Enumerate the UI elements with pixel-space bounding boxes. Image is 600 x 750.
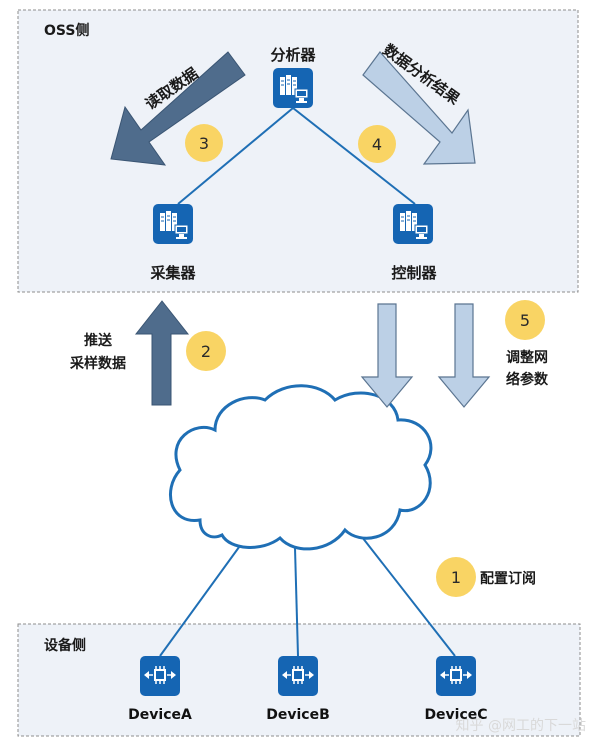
adjust-arrow-right <box>437 303 491 408</box>
oss-region <box>17 9 579 293</box>
link-cloud-devicea <box>159 542 243 657</box>
push-label-line1: 推送 <box>84 332 113 349</box>
link-analyzer-controller <box>292 107 416 205</box>
subscribe-label: 配置订阅 <box>480 570 536 587</box>
step-badge-2: 2 <box>186 331 226 371</box>
devicec-chip-icon <box>435 655 477 697</box>
analysis-result-arrow <box>362 51 476 165</box>
link-cloud-devicec <box>361 536 456 657</box>
tune-label-line1: 调整网 <box>506 349 548 366</box>
devicea-chip-icon <box>139 655 181 697</box>
controller-server-icon <box>392 203 434 245</box>
svg-text:2: 2 <box>201 342 211 361</box>
push-data-arrow <box>134 300 190 406</box>
analyzer-server-icon <box>272 67 314 109</box>
step-badge-1: 1 <box>436 557 476 597</box>
deviceb-label: DeviceB <box>266 707 330 723</box>
collector-server-icon <box>152 203 194 245</box>
svg-text:5: 5 <box>520 311 530 330</box>
oss-region-title: OSS侧 <box>44 22 89 39</box>
svg-text:1: 1 <box>451 568 461 587</box>
devicec-label: DeviceC <box>424 707 487 723</box>
network-cloud <box>169 384 433 551</box>
adjust-arrow-left <box>360 303 414 408</box>
devicea-label: DeviceA <box>128 707 192 723</box>
link-cloud-deviceb <box>294 547 299 657</box>
tune-label-line2: 络参数 <box>506 371 549 388</box>
analyzer-label: 分析器 <box>270 46 316 64</box>
deviceb-chip-icon <box>277 655 319 697</box>
push-label-line2: 采样数据 <box>69 355 126 372</box>
watermark: 知乎 @网工的下一站 <box>456 717 586 734</box>
svg-text:4: 4 <box>372 135 382 154</box>
link-analyzer-collector <box>177 107 294 205</box>
collector-label: 采集器 <box>149 264 196 282</box>
step-badge-4: 4 <box>358 125 396 163</box>
step-badge-5: 5 <box>505 300 545 340</box>
device-region-title: 设备侧 <box>44 637 86 654</box>
svg-text:3: 3 <box>199 134 209 153</box>
read-data-arrow <box>110 51 246 166</box>
controller-label: 控制器 <box>391 264 437 282</box>
step-badge-3: 3 <box>185 124 223 162</box>
